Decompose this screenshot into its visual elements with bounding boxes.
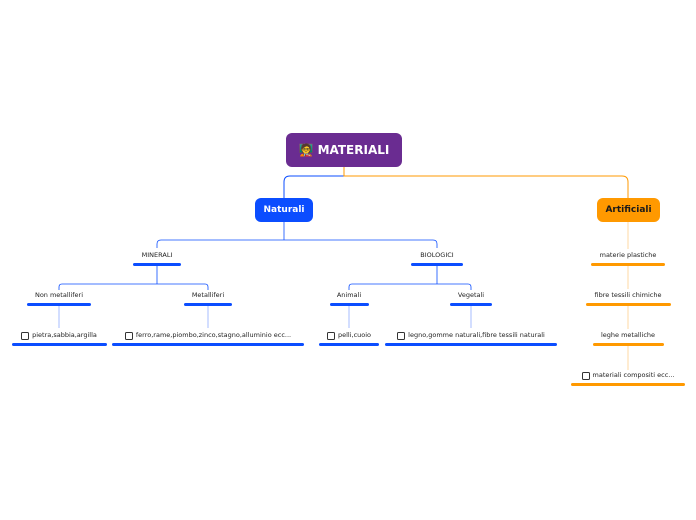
node-label: BIOLOGICI <box>420 251 454 259</box>
node-label: materie plastiche <box>599 251 657 259</box>
task-legno-gomme[interactable]: legno,gomme naturali,fibre tessili natur… <box>383 331 559 346</box>
underline-bar <box>592 343 664 346</box>
node-label: leghe metalliche <box>600 331 656 339</box>
node-fibre-tessili-chimiche[interactable]: fibre tessili chimiche <box>584 291 672 306</box>
task-label: pietra,sabbia,argilla <box>32 331 97 339</box>
underline-bar <box>112 343 304 346</box>
task-ferro-rame[interactable]: ferro,rame,piombo,zinco,stagno,alluminio… <box>110 331 306 346</box>
underline-bar <box>385 343 557 346</box>
node-label: MINERALI <box>141 251 173 259</box>
checkbox-icon[interactable] <box>581 371 590 380</box>
task-label: legno,gomme naturali,fibre tessili natur… <box>408 331 545 339</box>
checkbox-icon[interactable] <box>397 331 406 340</box>
node-label: Metalliferi <box>191 291 225 299</box>
underline-bar <box>591 263 665 266</box>
checkbox-icon[interactable] <box>326 331 335 340</box>
teacher-emoji-icon: 🧑‍🏫 <box>298 143 314 157</box>
node-label: Non metalliferi <box>34 291 84 299</box>
underline-bar <box>11 343 107 346</box>
node-label: fibre tessili chimiche <box>594 291 662 299</box>
underline-bar <box>450 303 492 306</box>
underline-bar <box>329 303 369 306</box>
task-label: ferro,rame,piombo,zinco,stagno,alluminio… <box>135 331 292 339</box>
underline-bar <box>27 303 91 306</box>
node-minerali[interactable]: MINERALI <box>127 251 187 266</box>
node-biologici[interactable]: BIOLOGICI <box>407 251 467 266</box>
task-label: pelli,cuoio <box>337 331 372 339</box>
branch-label: Naturali <box>263 205 305 215</box>
checkbox-icon[interactable] <box>21 331 30 340</box>
underline-bar <box>319 343 379 346</box>
underline-bar <box>571 383 685 386</box>
task-materiali-compositi[interactable]: materiali compositi ecc... <box>570 371 686 386</box>
checkbox-icon[interactable] <box>124 331 133 340</box>
underline-bar <box>133 263 181 266</box>
task-pietra-sabbia-argilla[interactable]: pietra,sabbia,argilla <box>9 331 109 346</box>
root-node-materiali[interactable]: 🧑‍🏫 MATERIALI <box>286 133 402 167</box>
node-vegetali[interactable]: Vegetali <box>441 291 501 306</box>
branch-naturali[interactable]: Naturali <box>255 198 313 222</box>
branch-label: Artificiali <box>605 205 652 215</box>
node-label: Animali <box>336 291 362 299</box>
underline-bar <box>585 303 671 306</box>
node-leghe-metalliche[interactable]: leghe metalliche <box>590 331 666 346</box>
node-metalliferi[interactable]: Metalliferi <box>173 291 243 306</box>
underline-bar <box>411 263 463 266</box>
task-pelli-cuoio[interactable]: pelli,cuoio <box>317 331 381 346</box>
task-label: materiali compositi ecc... <box>592 371 675 379</box>
underline-bar <box>184 303 232 306</box>
node-label: Vegetali <box>457 291 485 299</box>
node-materie-plastiche[interactable]: materie plastiche <box>588 251 668 266</box>
node-non-metalliferi[interactable]: Non metalliferi <box>19 291 99 306</box>
branch-artificiali[interactable]: Artificiali <box>597 198 660 222</box>
node-animali[interactable]: Animali <box>319 291 379 306</box>
root-label: MATERIALI <box>317 143 390 157</box>
